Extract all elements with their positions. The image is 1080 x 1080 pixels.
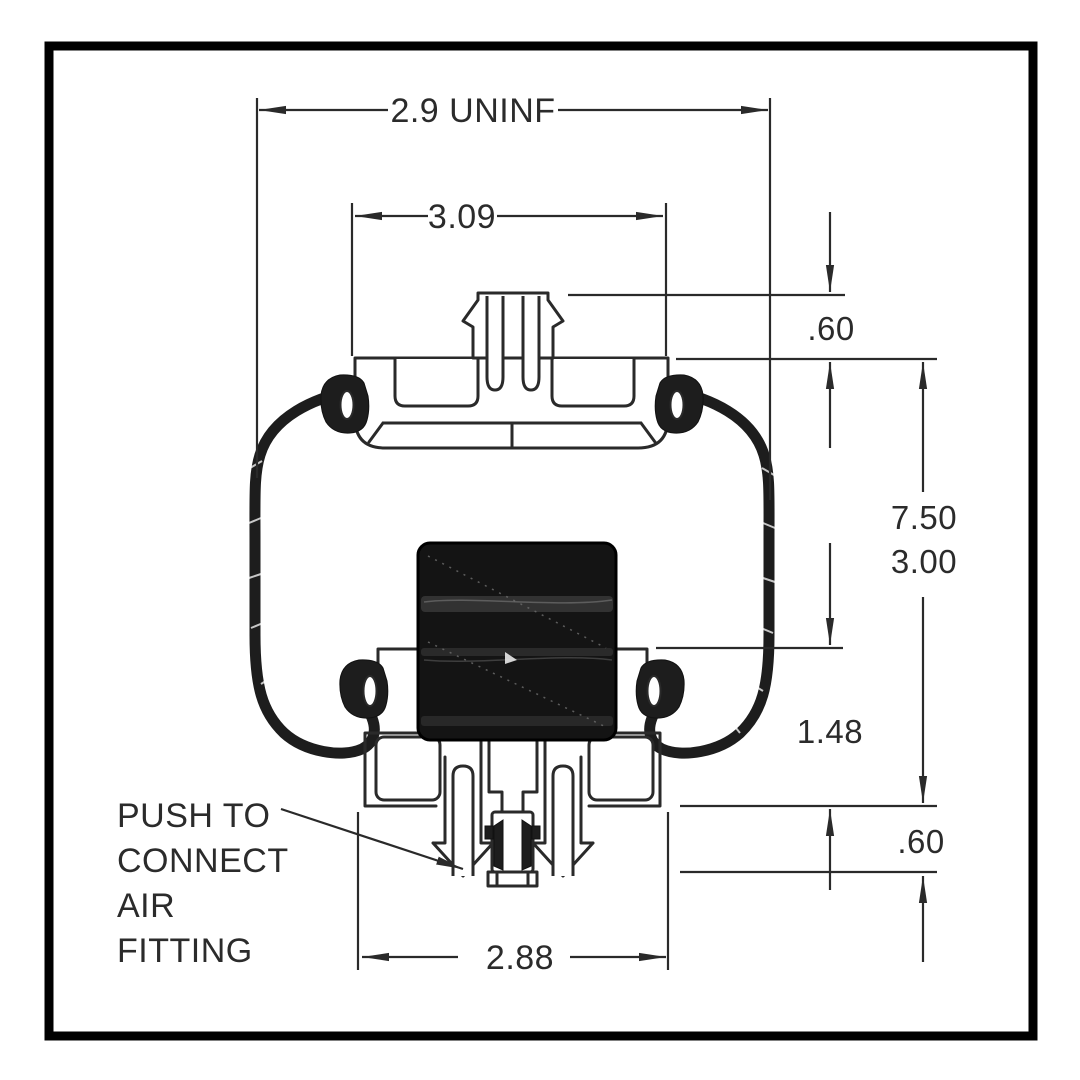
bottom-offset-label: .60 — [897, 823, 944, 860]
plate-width-label: 3.09 — [428, 198, 496, 236]
clamp-top-left — [320, 374, 370, 434]
note-line-4: FITTING — [117, 932, 253, 970]
note-line-2: CONNECT — [117, 842, 289, 880]
piston-base — [363, 647, 662, 878]
note-line-3: AIR — [117, 887, 175, 925]
top-offset-label: .60 — [807, 310, 854, 347]
top-air-stud — [461, 291, 565, 392]
overall-width-label: 2.9 UNINF — [390, 92, 555, 130]
air-fitting — [484, 810, 541, 888]
piston-height-label: 1.48 — [797, 713, 863, 750]
base-width-label: 2.88 — [486, 939, 554, 977]
clamp-bottom-left — [339, 659, 389, 719]
top-plate — [353, 356, 670, 450]
dimension-base-width: 2.88 — [356, 812, 670, 977]
bellows-right — [644, 385, 776, 759]
height-compressed-label: 3.00 — [891, 543, 957, 580]
clamp-bottom-right — [635, 659, 685, 719]
clamp-top-right — [654, 374, 704, 434]
height-extended-label: 7.50 — [891, 499, 957, 536]
dimension-height: 7.50 3.00 — [891, 362, 957, 803]
dimension-overall-width: 2.9 UNINF — [255, 92, 772, 500]
border-frame — [44, 41, 1038, 1041]
dimension-top-offset: .60 — [568, 212, 937, 448]
note-line-1: PUSH TO — [117, 797, 270, 835]
leader-arrow — [280, 807, 464, 871]
rubber-bumper — [416, 541, 618, 742]
dimension-piston-height: 1.48 — [656, 543, 937, 890]
note-push-to-connect: PUSH TO CONNECT AIR FITTING — [117, 797, 464, 970]
dimension-bottom-offset: .60 — [680, 823, 944, 962]
dimension-plate-width: 3.09 — [350, 198, 668, 356]
